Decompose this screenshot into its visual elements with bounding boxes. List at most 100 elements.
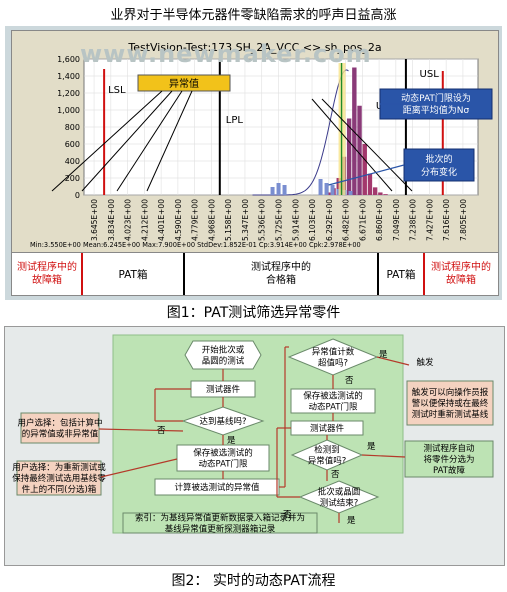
outlier-arrow [311, 98, 393, 192]
batch-bar [276, 183, 281, 195]
index-node: 基线异常值更新探测器箱记录 [165, 524, 276, 535]
save-limits2-node: 动态PAT门限 [309, 402, 358, 413]
outlier-arrow [81, 90, 173, 192]
histogram-bar [372, 187, 378, 195]
outlier-arrow [51, 90, 163, 192]
trigger-note-node: 测试时重新测试基线 [412, 409, 489, 420]
branch-label-yes: 是 [227, 436, 236, 446]
page-title: 业界对于半导体元器件零缺陷需求的呼声日益高涨 [110, 8, 397, 23]
batch-bar [348, 191, 353, 195]
figure-2-caption: 图2： 实时的动态PAT流程 [171, 573, 336, 589]
figure-1-caption: 图1：PAT测试筛选异常零件 [166, 305, 341, 321]
user-selection-2-node: 件上的不同(分选)箱 [22, 484, 97, 495]
branch-label-no: 否 [157, 426, 166, 436]
batch-bar [330, 185, 335, 195]
histogram-bar [383, 194, 388, 195]
x-tick-label: 4.023E+00 [124, 199, 133, 241]
x-tick-label: 3.834E+00 [107, 199, 116, 241]
x-tick-label: 7.616E+00 [442, 199, 451, 241]
y-tick-label: 200 [65, 174, 80, 183]
flow-connector [98, 428, 184, 432]
x-tick-label: 4.590E+00 [174, 199, 183, 241]
flow-connector [361, 454, 406, 458]
save-limits-node: 动态PAT门限 [199, 459, 248, 470]
batch-note-box [403, 148, 475, 182]
start-node: 晶圆的测试 [202, 356, 245, 367]
index-node: 索引：为基线异常值更新数据录入箱记录并为 [135, 513, 305, 524]
watermark: www.newmaker.com [80, 40, 372, 68]
outlier-label-box [137, 74, 231, 92]
batch-note: 分布变化 [421, 166, 457, 178]
x-tick-label: 7.238E+00 [409, 199, 418, 241]
histogram-bar [357, 105, 362, 195]
y-tick-label: 1,600 [57, 55, 80, 64]
start-node-box [184, 340, 262, 370]
x-tick-label: 7.427E+00 [425, 199, 434, 241]
x-tick-label: 6.860E+00 [375, 199, 384, 241]
auto-pat-node: PAT故障 [433, 465, 465, 476]
x-tick-label: 5.725E+00 [274, 199, 283, 241]
bin-label: 故障箱 [32, 273, 62, 286]
branch-label-yes: 是 [367, 442, 376, 452]
note-pointer [328, 164, 405, 186]
user-selection-1-node: 用户选择：包括计算中 [17, 418, 102, 429]
figure-2: 开始批次或晶圆的测试测试器件达到基线吗?保存被选测试的动态PAT门限计算被选测试… [4, 326, 505, 566]
x-tick-label: 5.347E+00 [241, 199, 250, 241]
start-node: 开始批次或 [202, 345, 245, 356]
y-tick-label: 0 [75, 191, 80, 200]
outlier-arrow [116, 90, 183, 192]
bin-label: 测试程序中的 [431, 260, 491, 273]
histogram-bar [362, 144, 367, 195]
x-tick-label: 6.482E+00 [342, 199, 351, 241]
y-tick-label: 1,000 [57, 106, 80, 115]
x-tick-label: 5.536E+00 [258, 199, 267, 241]
calc-outliers-node: 计算被选测试的异常值 [174, 482, 260, 493]
x-tick-label: 6.671E+00 [358, 199, 367, 241]
histogram-bar [346, 118, 352, 195]
detect-outlier-node: 异常值吗? [308, 456, 347, 467]
trigger-note-node-box [406, 380, 494, 426]
bin-label: PAT箱 [387, 268, 416, 281]
reach-baseline-node: 达到基线吗? [199, 416, 246, 427]
trigger-label: 触发 [416, 357, 434, 368]
x-tick-label: 3.645E+00 [90, 199, 99, 241]
chart-title: TestVision-Test:173 SH_2A_VCC <> sh_pos_… [127, 41, 381, 54]
histogram-bar [367, 173, 373, 195]
y-tick-label: 600 [65, 140, 80, 149]
lot-end-node: 测试结束? [320, 498, 359, 509]
x-tick-label: 4.401E+00 [157, 199, 166, 241]
outlier-count-node: 异常值计数 [312, 347, 355, 358]
stats-line: Min:3.550E+00 Mean:6.245E+00 Max:7.900E+… [30, 241, 361, 249]
lsl-label: LSL [108, 85, 126, 96]
outlier-label: 异常值 [169, 77, 199, 90]
detect-outlier-node: 检测到 [314, 445, 340, 456]
flow-connector [100, 458, 178, 478]
x-tick-label: 4.968E+00 [207, 199, 216, 241]
x-tick-label: 5.914E+00 [291, 199, 300, 241]
lot-end-node: 批次或晶圆 [318, 487, 361, 498]
batch-bar [318, 179, 323, 195]
flowchart-svg: 开始批次或晶圆的测试测试器件达到基线吗?保存被选测试的动态PAT门限计算被选测试… [12, 334, 494, 535]
histogram-bar [378, 192, 383, 195]
y-tick-label: 400 [65, 157, 80, 166]
batch-bar [270, 187, 275, 195]
histogram-chart: TestVision-Test:173 SH_2A_VCC <> sh_pos_… [11, 30, 499, 254]
user-selection-2-node: 保持最终测试选用基线零 [12, 473, 106, 484]
x-tick-label: 7.805E+00 [459, 199, 468, 241]
outlier-arrow [146, 90, 193, 192]
usl-label: USL [420, 69, 440, 80]
test-device2-node: 测试器件 [310, 423, 345, 434]
x-tick-label: 7.049E+00 [392, 199, 401, 241]
figure-1: TestVision-Test:173 SH_2A_VCC <> sh_pos_… [5, 26, 502, 300]
x-tick-label: 6.292E+00 [325, 199, 334, 241]
bin-label: PAT箱 [119, 268, 148, 281]
batch-bar [282, 185, 287, 195]
pat-limit-note: 动态PAT门限设为 [401, 92, 471, 104]
branch-label-yes: 是 [379, 350, 388, 360]
auto-pat-node-box [404, 440, 494, 478]
bin-label: 故障箱 [446, 273, 476, 286]
x-tick-label: 6.103E+00 [308, 199, 317, 241]
x-tick-label: 4.779E+00 [191, 199, 200, 241]
x-tick-label: 5.158E+00 [224, 199, 233, 241]
